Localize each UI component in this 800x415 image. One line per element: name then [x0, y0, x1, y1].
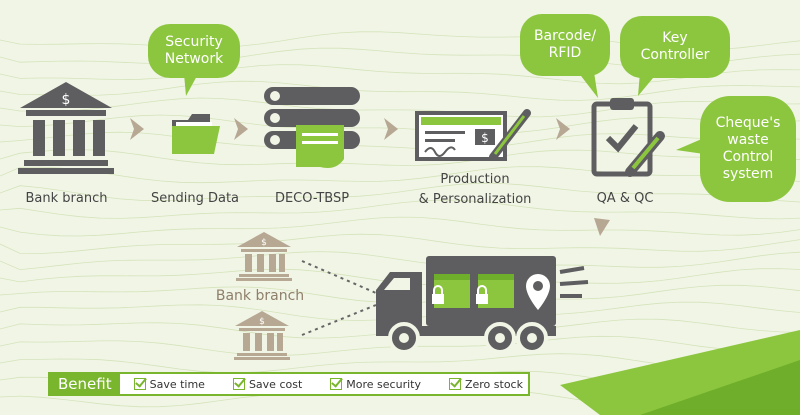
checkbox-icon: [330, 378, 343, 390]
background-wave-line: [0, 251, 800, 271]
bubble-barcode-rfid: Barcode/ RFID: [520, 14, 610, 76]
step-label-sending-data: Sending Data: [150, 191, 240, 206]
arrow-down-left-icon: [594, 218, 610, 236]
step-label-deco-tbsp: DECO-TBSP: [274, 191, 350, 206]
delivery-dotted-lines: [301, 260, 377, 336]
background-wave-line: [0, 114, 800, 134]
checkbox-icon: [133, 378, 146, 390]
background-wave-line: [0, 182, 800, 203]
bubble-tail: [676, 138, 704, 154]
background-wave-line: [0, 149, 800, 166]
step-label-production: Production & Personalization: [418, 172, 532, 207]
benefit-title: Benefit: [50, 374, 120, 394]
benefit-item-save-time: Save time: [133, 378, 205, 391]
bubble-security-network: Security Network: [148, 24, 240, 78]
benefit-bar: Benefit Save time Save cost More securit…: [48, 372, 530, 396]
chevron-right-icon: [556, 118, 570, 140]
bubble-key-controller: Key Controller: [620, 16, 730, 78]
server-icon: [264, 87, 360, 168]
clipboard-icon: [591, 98, 665, 177]
svg-text:$: $: [62, 92, 71, 108]
delivery-truck-icon: [376, 256, 589, 354]
chevron-right-icon: [384, 118, 398, 140]
cheque-icon: $: [415, 109, 531, 161]
background-wave-line: [0, 216, 800, 237]
bubble-tail: [638, 72, 658, 96]
bubble-tail: [184, 74, 198, 96]
background-wave-line: [0, 233, 800, 254]
chevron-right-icon: [130, 118, 144, 140]
bubble-cheque-waste-control: Cheque's waste Control system: [700, 96, 796, 202]
folder-icon: [172, 114, 220, 154]
background-wave-line: [0, 199, 800, 220]
svg-text:$: $: [481, 131, 489, 145]
background-wave-line: [0, 64, 800, 85]
chevron-right-icon: [234, 118, 248, 140]
benefit-item-more-security: More security: [330, 378, 421, 391]
checkbox-icon: [448, 378, 461, 390]
svg-text:$: $: [261, 238, 267, 248]
benefit-item-save-cost: Save cost: [232, 378, 302, 391]
background-wave-line: [0, 80, 800, 101]
checkbox-icon: [232, 378, 245, 390]
svg-text:$: $: [259, 317, 265, 327]
bank-icon-small: $: [236, 232, 292, 281]
bank-icon: $: [18, 82, 114, 174]
background-wave-line: [0, 166, 800, 184]
benefit-item-zero-stock: Zero stock: [448, 378, 523, 391]
delivery-bank-branch-label: Bank branch: [215, 288, 305, 304]
background-wave-line: [0, 97, 800, 118]
bank-icon-small: $: [234, 311, 290, 360]
step-label-bank-branch: Bank branch: [25, 191, 108, 206]
bubble-tail: [578, 72, 598, 98]
step-label-qa-qc: QA & QC: [596, 191, 654, 206]
